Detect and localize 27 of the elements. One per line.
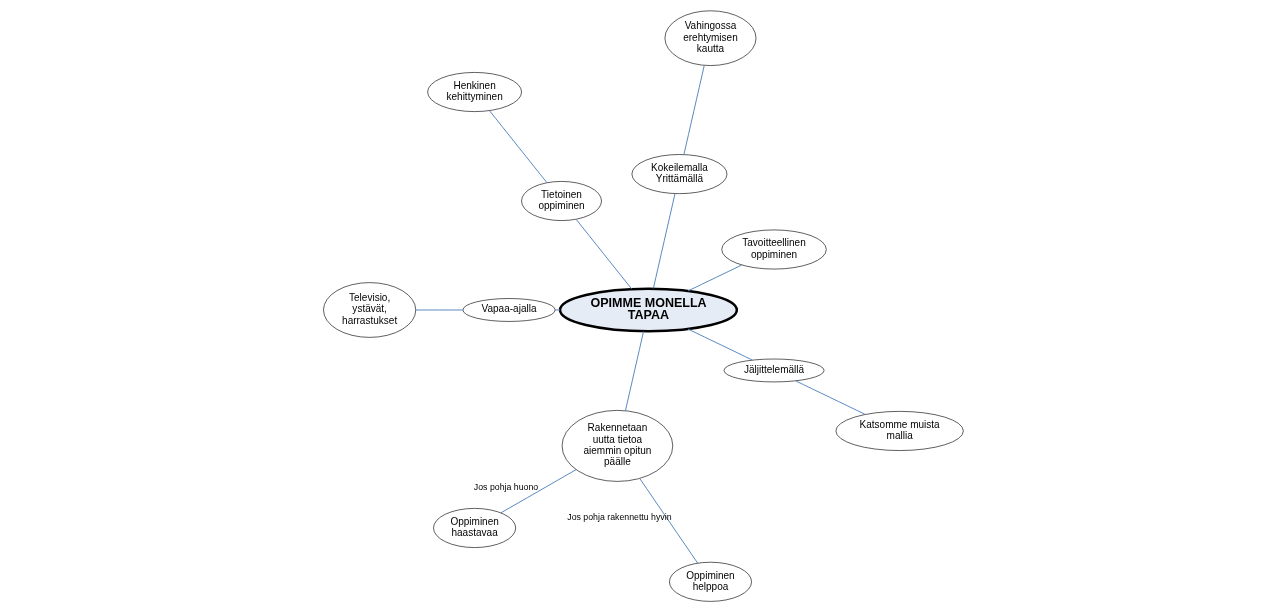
node-ellipse: Oppiminen helppoa [669,561,752,602]
connector [575,218,633,290]
node-ellipse: Oppiminen haastavaa [433,508,516,548]
node-ellipse: Tietoinen oppiminen [521,181,602,221]
connector [554,309,561,311]
connector [683,65,705,156]
connector [795,380,866,415]
node-ellipse: OPIMME MONELLA TAPAA [558,287,739,333]
connector [687,264,743,292]
node-ellipse: Rakennetaan uutta tietoa aiemmin opitun päälle [561,410,674,482]
connector [625,331,644,412]
edge-label: Jos pohja huono [473,481,539,492]
node-ellipse: Televisio, ystävät, harrastukset [323,282,417,338]
node-ellipse: Jäljittelemällä [723,358,825,383]
node-ellipse: Vahingossa erehtymisen kautta [664,10,757,66]
node-ellipse: Katsomme muista mallia [835,411,964,451]
connector [500,469,577,514]
node-ellipse: Kokeilemalla Yrittämällä [631,154,728,194]
connector [687,328,753,361]
connector [415,309,464,311]
edge-label: Jos pohja rakennettu hyvin [567,512,672,523]
node-ellipse: Vapaa-ajalla [462,298,556,322]
node-ellipse: Tavoitteellinen oppiminen [721,229,827,270]
connector [489,110,548,184]
node-ellipse: Henkinen kehittyminen [427,72,522,112]
connector [652,193,676,289]
connector [639,477,699,564]
